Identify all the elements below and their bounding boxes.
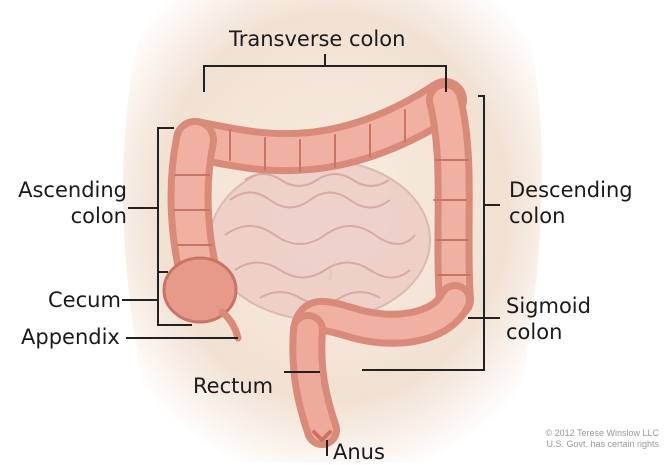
label-descending-colon: Descending colon — [509, 177, 633, 229]
small-intestine — [210, 160, 430, 320]
credit-line-2: U.S. Govt. has certain rights — [545, 439, 659, 450]
label-ascending-colon: Ascending colon — [0, 177, 127, 229]
copyright-credit: © 2012 Terese Winslow LLC U.S. Govt. has… — [545, 428, 659, 450]
label-sigmoid-colon-line2: colon — [506, 319, 591, 345]
credit-line-1: © 2012 Terese Winslow LLC — [545, 428, 659, 439]
label-ascending-colon-line2: colon — [0, 203, 127, 229]
label-anus: Anus — [333, 439, 385, 465]
label-descending-colon-line2: colon — [509, 203, 633, 229]
label-appendix: Appendix — [21, 324, 120, 350]
label-cecum: Cecum — [48, 287, 121, 313]
label-sigmoid-colon: Sigmoid colon — [506, 293, 591, 345]
label-sigmoid-colon-line1: Sigmoid — [506, 293, 591, 319]
label-transverse-colon: Transverse colon — [229, 26, 405, 52]
label-rectum: Rectum — [193, 373, 273, 399]
label-ascending-colon-line1: Ascending — [0, 177, 127, 203]
label-descending-colon-line1: Descending — [509, 177, 633, 203]
